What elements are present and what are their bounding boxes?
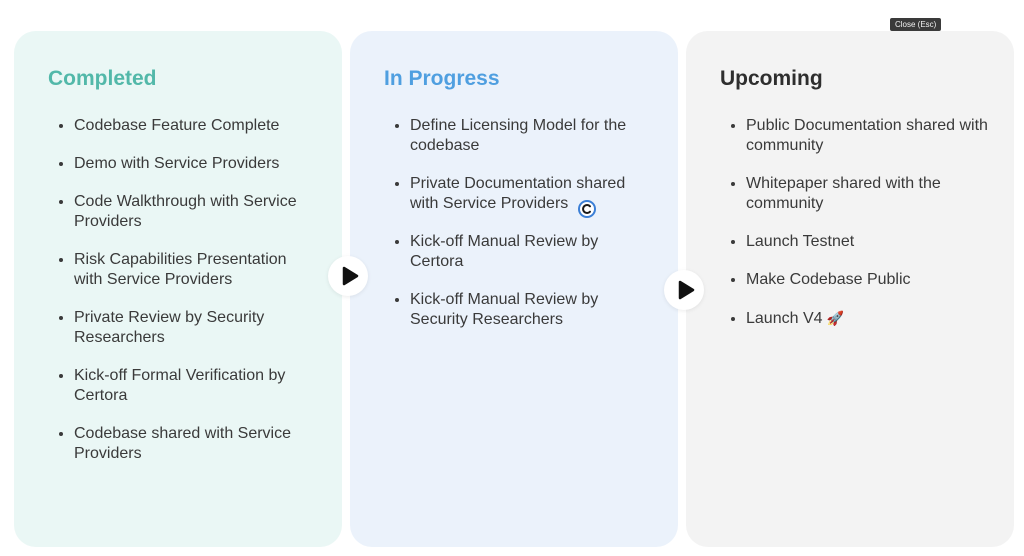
list-item: Codebase Feature Complete xyxy=(74,116,318,136)
list-item: Launch V4🚀 xyxy=(746,308,990,329)
rocket-icon: 🚀 xyxy=(826,310,844,326)
list-item: Private Review by Security Researchers xyxy=(74,308,318,348)
play-arrow-icon xyxy=(664,270,704,310)
list-item: Kick-off Manual Review by Security Resea… xyxy=(410,290,654,330)
column-in-progress: In Progress Define Licensing Model for t… xyxy=(350,31,678,547)
list-item: Code Walkthrough with Service Providers xyxy=(74,192,318,232)
column-title-completed: Completed xyxy=(48,67,157,90)
column-upcoming: Upcoming Public Documentation shared wit… xyxy=(686,31,1014,547)
list-item: Whitepaper shared with the community xyxy=(746,174,990,214)
in-progress-list: Define Licensing Model for the codebase … xyxy=(384,116,654,348)
list-item: Kick-off Formal Verification by Certora xyxy=(74,366,318,406)
column-completed: Completed Codebase Feature Complete Demo… xyxy=(14,31,342,547)
list-item: Define Licensing Model for the codebase xyxy=(410,116,654,156)
completed-list: Codebase Feature Complete Demo with Serv… xyxy=(48,116,318,482)
upcoming-list: Public Documentation shared with communi… xyxy=(720,116,990,347)
list-item: Launch Testnet xyxy=(746,232,990,252)
list-item: Public Documentation shared with communi… xyxy=(746,116,990,156)
list-item: Risk Capabilities Presentation with Serv… xyxy=(74,250,318,290)
list-item: Codebase shared with Service Providers xyxy=(74,424,318,464)
list-item: Demo with Service Providers xyxy=(74,154,318,174)
copyright-icon[interactable] xyxy=(577,199,597,219)
list-item: Kick-off Manual Review by Certora xyxy=(410,232,654,272)
close-tooltip: Close (Esc) xyxy=(890,18,942,31)
list-item: Private Documentation shared with Servic… xyxy=(410,174,654,214)
play-arrow-icon xyxy=(328,256,368,296)
list-item: Make Codebase Public xyxy=(746,270,990,290)
column-title-in-progress: In Progress xyxy=(384,67,500,90)
list-item-label: Launch V4 xyxy=(746,310,823,327)
column-title-upcoming: Upcoming xyxy=(720,67,823,90)
